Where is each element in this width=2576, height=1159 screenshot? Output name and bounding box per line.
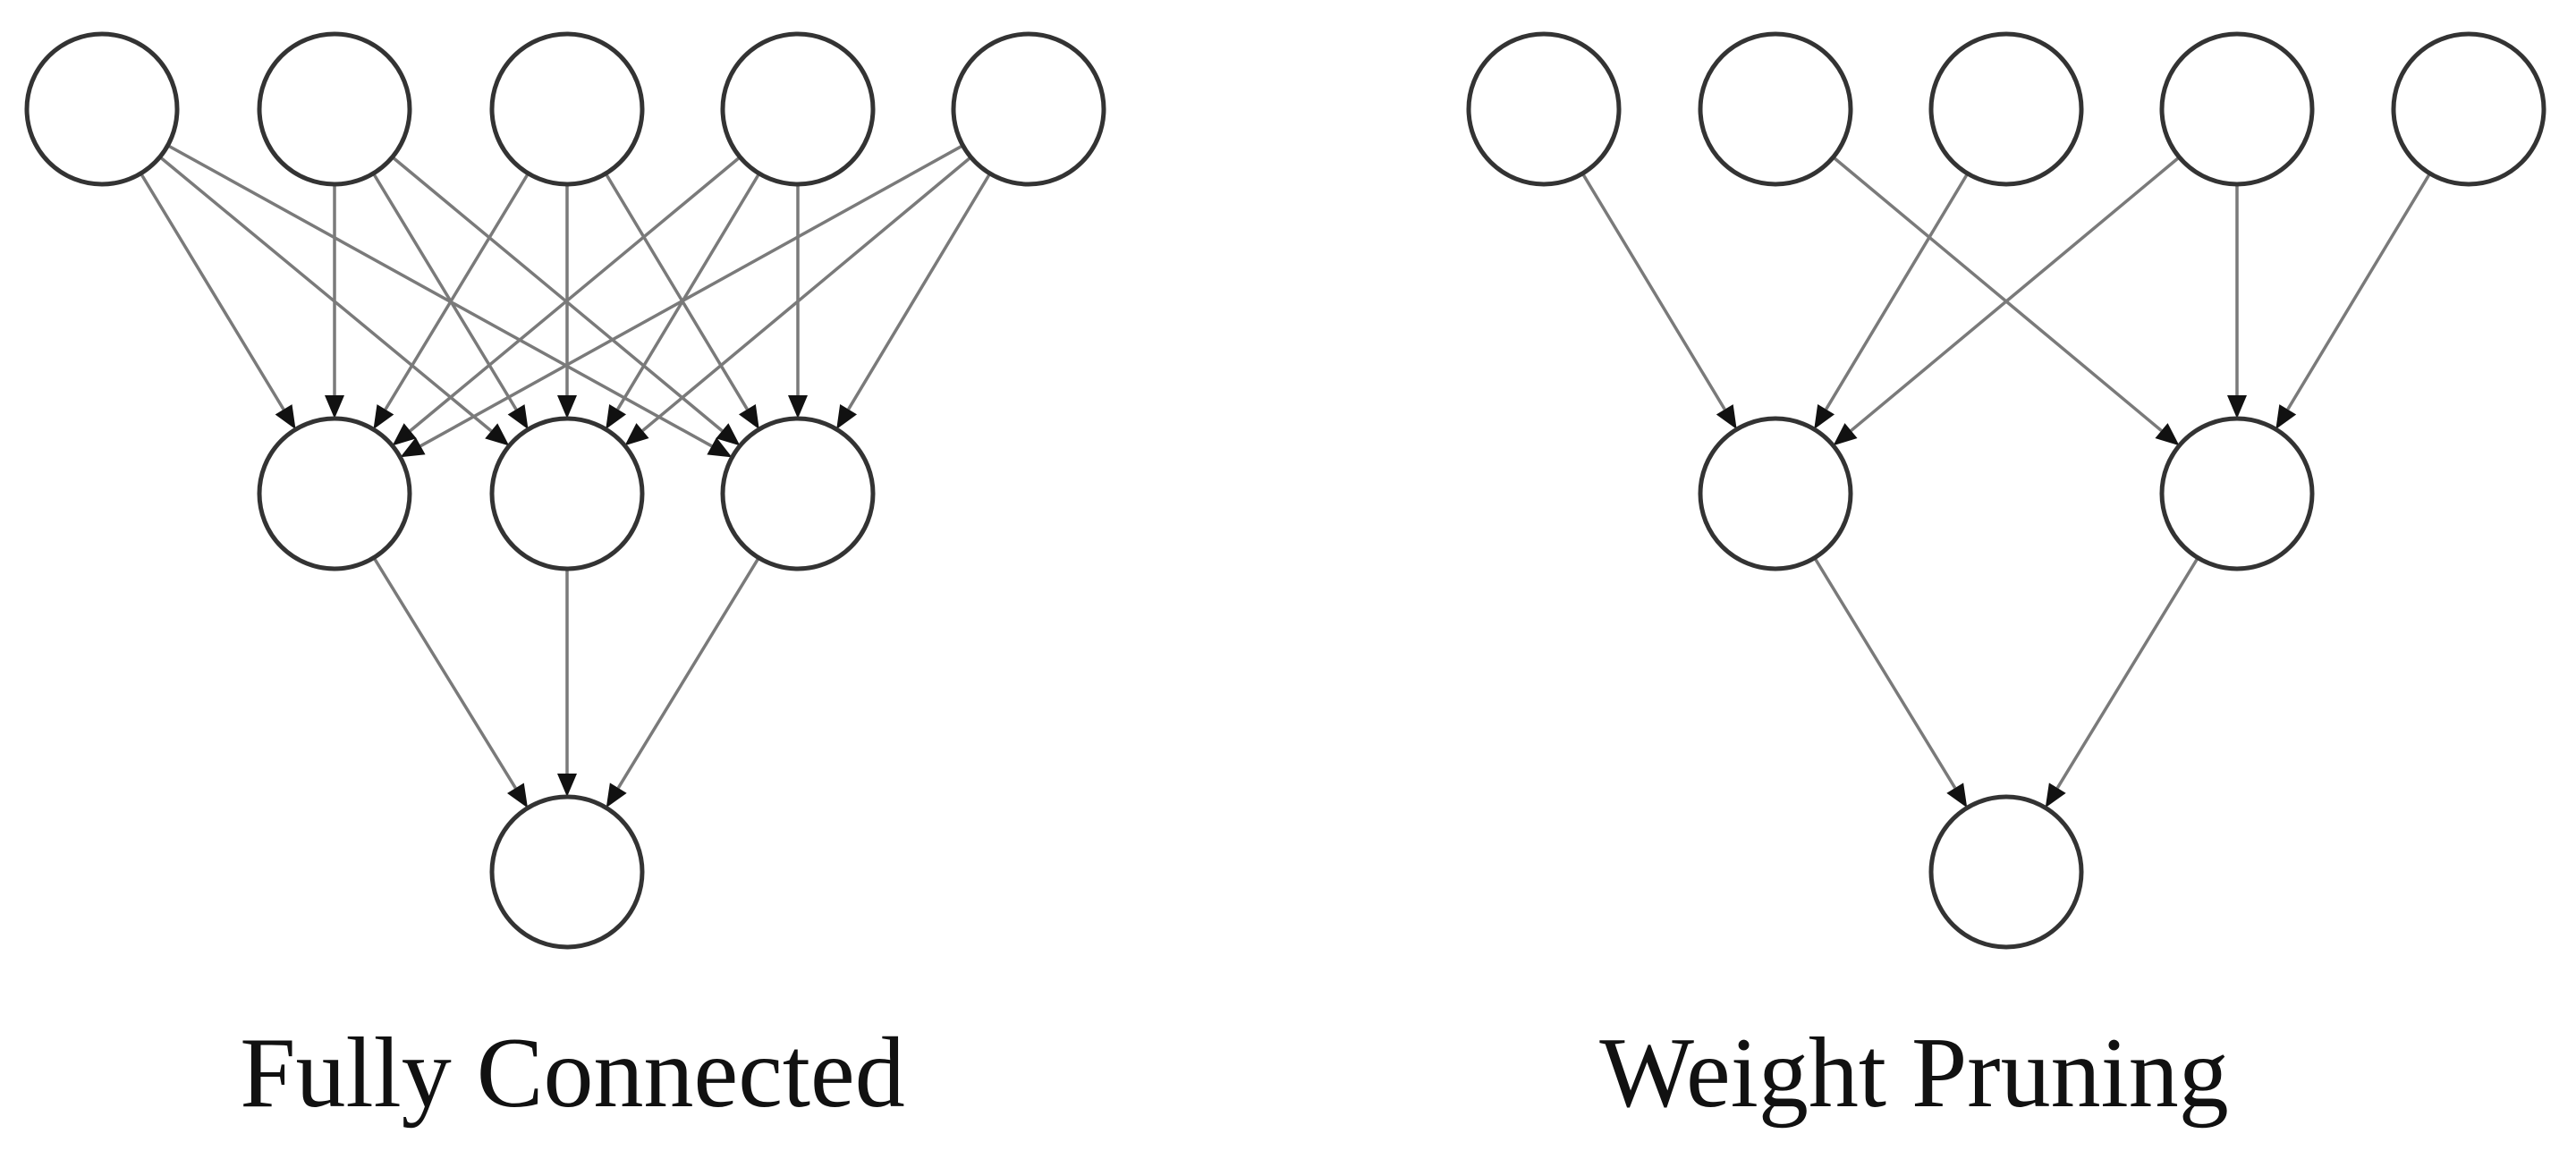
connection-edge: [158, 156, 493, 433]
arrowheads: [275, 395, 858, 808]
connection-edge: [371, 172, 518, 410]
arrowhead: [2045, 783, 2066, 808]
arrowhead: [1716, 404, 1737, 430]
arrowhead: [557, 774, 577, 797]
input-neuron-node: [2391, 31, 2546, 187]
connection-edge: [419, 144, 964, 448]
edges: [1580, 156, 2432, 790]
input-neuron-node: [1698, 31, 1853, 187]
connection-edge: [391, 156, 724, 433]
arrowheads: [1716, 395, 2297, 808]
connection-edge: [2286, 173, 2432, 410]
arrowhead: [485, 423, 510, 446]
connection-edge: [1825, 173, 1970, 410]
arrowhead: [606, 404, 627, 429]
connection-edge: [1580, 173, 1726, 410]
connection-edge: [1832, 156, 2163, 432]
input-neuron-node: [1466, 31, 1622, 187]
input-neuron-node: [489, 31, 645, 187]
connection-edge: [1850, 156, 2181, 432]
input-neuron-node: [2159, 31, 2315, 187]
arrowhead: [400, 437, 426, 458]
arrowhead: [788, 395, 808, 419]
connection-edge: [372, 556, 517, 790]
connection-edge: [384, 172, 530, 410]
arrowhead: [557, 395, 577, 419]
weight-pruning-caption: Weight Pruning: [1599, 1018, 2229, 1129]
arrowhead: [624, 423, 649, 446]
edges: [139, 144, 992, 790]
input-neuron-node: [1928, 31, 2084, 187]
input-neuron-node: [720, 31, 876, 187]
arrowhead: [716, 423, 741, 446]
connection-edge: [616, 556, 760, 790]
hidden-neuron-node: [489, 416, 645, 571]
hidden-neuron-node: [720, 416, 876, 571]
connection-edge: [166, 144, 713, 448]
arrowhead: [373, 404, 394, 430]
output-neuron-node: [1928, 794, 2084, 950]
connection-edge: [641, 156, 972, 432]
arrowhead: [1814, 404, 1835, 429]
fully-connected-caption: Fully Connected: [240, 1018, 905, 1129]
connection-edge: [847, 173, 992, 410]
output-neuron-node: [489, 794, 645, 950]
connection-edge: [139, 172, 285, 410]
fully-connected-network: [24, 31, 1106, 950]
arrowhead: [325, 395, 344, 419]
arrowhead: [738, 404, 759, 429]
arrowhead: [606, 783, 627, 808]
connection-edge: [1813, 556, 1957, 790]
connection-edge: [604, 173, 749, 410]
arrowhead: [836, 404, 858, 429]
arrowhead: [507, 404, 529, 430]
hidden-neuron-node: [1698, 416, 1853, 571]
connection-edge: [2055, 556, 2199, 790]
arrowhead: [507, 783, 529, 808]
input-neuron-node: [24, 31, 180, 187]
hidden-neuron-node: [257, 416, 412, 571]
arrowhead: [392, 423, 417, 446]
connection-edge: [616, 173, 761, 410]
input-neuron-node: [951, 31, 1106, 187]
arrowhead: [2227, 395, 2247, 419]
input-neuron-node: [257, 31, 412, 187]
arrowhead: [707, 437, 733, 458]
arrowhead: [1946, 783, 1968, 808]
arrowhead: [275, 404, 296, 430]
weight-pruning-network: [1466, 31, 2546, 950]
nodes: [24, 31, 1106, 950]
connection-edge: [409, 156, 741, 433]
arrowhead: [2275, 404, 2297, 430]
arrowhead: [1833, 423, 1858, 446]
nodes: [1466, 31, 2546, 950]
arrowhead: [2155, 423, 2180, 446]
hidden-neuron-node: [2159, 416, 2315, 571]
